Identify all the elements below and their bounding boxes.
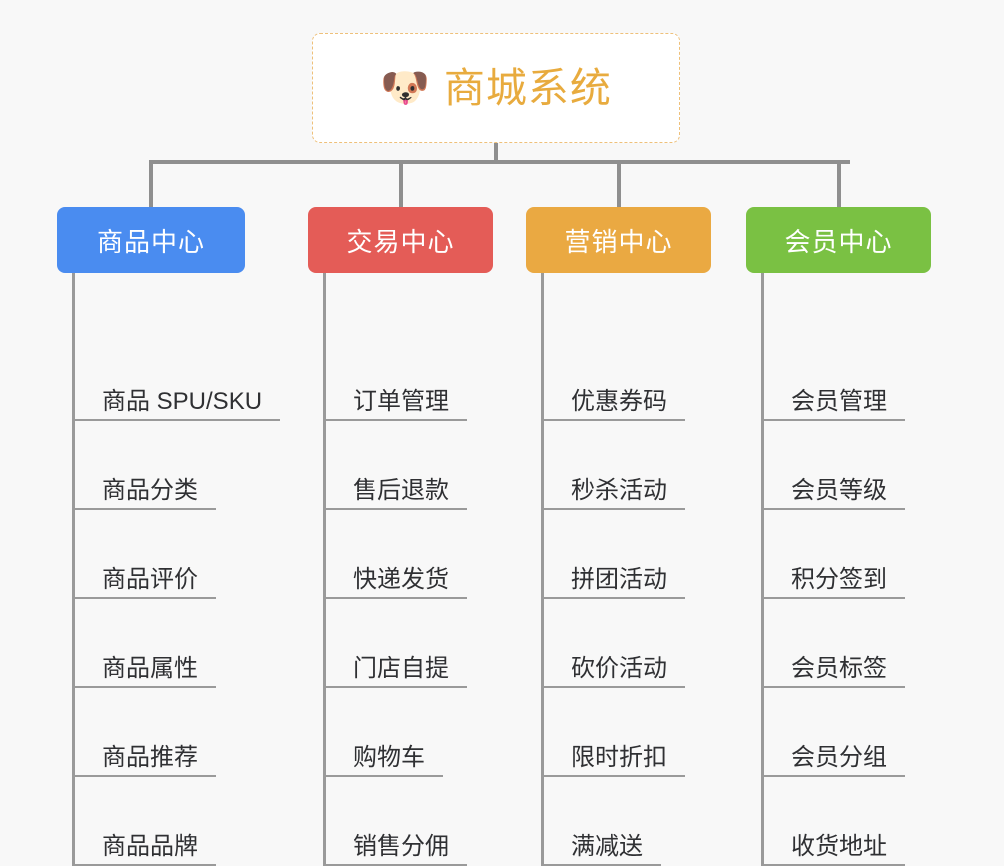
branch-item-label: 会员管理: [791, 387, 887, 415]
branch-item[interactable]: 商品品牌: [72, 777, 262, 866]
branch-drop-connector-marketing-center: [616, 160, 621, 207]
branch-item-underline: [761, 686, 905, 688]
branch-item-list-marketing-center: 优惠券码秒杀活动拼团活动砍价活动限时折扣满减送: [541, 273, 685, 866]
branch-item-label: 购物车: [353, 743, 425, 771]
branch-item[interactable]: 商品评价: [72, 510, 262, 599]
branch-item[interactable]: 商品 SPU/SKU: [72, 332, 280, 421]
branch-item[interactable]: 门店自提: [323, 599, 467, 688]
branch-item-list-trade-center: 订单管理售后退款快递发货门店自提购物车销售分佣: [323, 273, 467, 866]
branch-item-label: 商品分类: [102, 476, 198, 504]
branch-item-label: 商品评价: [102, 565, 198, 593]
branch-item[interactable]: 购物车: [323, 688, 449, 777]
branch-item[interactable]: 会员管理: [761, 332, 905, 421]
branch-item[interactable]: 拼团活动: [541, 510, 685, 599]
branch-item-underline: [761, 508, 905, 510]
branch-item-underline: [761, 419, 905, 421]
branch-header-member-center[interactable]: 会员中心: [746, 207, 931, 273]
branch-item[interactable]: 收货地址: [761, 777, 905, 866]
branch-item[interactable]: 会员等级: [761, 421, 905, 510]
branch-item-underline: [72, 419, 280, 421]
branch-item-underline: [541, 508, 685, 510]
branch-item-list-product-center: 商品 SPU/SKU 商品分类商品评价商品属性商品推荐商品品牌: [72, 273, 280, 866]
branch-item-underline: [72, 508, 216, 510]
branch-drop-connector-member-center: [836, 160, 841, 207]
branch-marketing-center: 营销中心优惠券码秒杀活动拼团活动砍价活动限时折扣满减送: [526, 207, 711, 866]
branch-item-label: 会员等级: [791, 476, 887, 504]
branch-item[interactable]: 砍价活动: [541, 599, 685, 688]
branch-header-label: 营销中心: [564, 226, 673, 257]
branch-item[interactable]: 售后退款: [323, 421, 467, 510]
branch-item[interactable]: 订单管理: [323, 332, 467, 421]
branch-header-label: 会员中心: [784, 226, 893, 257]
branch-header-label: 商品中心: [96, 226, 205, 257]
branch-item-list-member-center: 会员管理会员等级积分签到会员标签会员分组收货地址: [761, 273, 905, 866]
branch-item-underline: [323, 686, 467, 688]
branch-item-underline: [72, 775, 216, 777]
branch-header-trade-center[interactable]: 交易中心: [308, 207, 493, 273]
branch-item-underline: [761, 597, 905, 599]
branch-item-label: 砍价活动: [571, 654, 667, 682]
branch-item-label: 积分签到: [791, 565, 887, 593]
branch-item-label: 售后退款: [353, 476, 449, 504]
branch-item-label: 快递发货: [353, 565, 449, 593]
branch-item[interactable]: 积分签到: [761, 510, 905, 599]
branch-item-label: 门店自提: [353, 654, 449, 682]
branch-item-label: 限时折扣: [571, 743, 667, 771]
branch-item[interactable]: 限时折扣: [541, 688, 685, 777]
branch-item[interactable]: 会员标签: [761, 599, 905, 688]
branch-item[interactable]: 会员分组: [761, 688, 905, 777]
root-node[interactable]: 🐶 商城系统: [312, 33, 680, 143]
branch-item-label: 优惠券码: [571, 387, 667, 415]
branch-item[interactable]: 商品推荐: [72, 688, 262, 777]
branch-item-label: 收货地址: [791, 832, 887, 860]
branch-trade-center: 交易中心订单管理售后退款快递发货门店自提购物车销售分佣: [308, 207, 493, 866]
shiba-dog-face-icon: 🐶: [380, 66, 430, 110]
branch-item-label: 订单管理: [353, 387, 449, 415]
branch-member-center: 会员中心会员管理会员等级积分签到会员标签会员分组收货地址: [746, 207, 931, 866]
branch-spine-product-center: [72, 273, 75, 866]
branch-item-underline: [541, 686, 685, 688]
branch-product-center: 商品中心商品 SPU/SKU 商品分类商品评价商品属性商品推荐商品品牌: [57, 207, 280, 866]
branch-header-label: 交易中心: [346, 226, 455, 257]
root-title: 商城系统: [443, 64, 612, 111]
branch-item[interactable]: 秒杀活动: [541, 421, 685, 510]
branch-item-underline: [541, 775, 685, 777]
branch-item-underline: [323, 419, 467, 421]
branch-item-label: 拼团活动: [571, 565, 667, 593]
branch-spine-trade-center: [323, 273, 326, 866]
branch-item-underline: [323, 775, 443, 777]
branch-item-label: 秒杀活动: [571, 476, 667, 504]
branch-item[interactable]: 优惠券码: [541, 332, 685, 421]
branch-spine-marketing-center: [541, 273, 544, 866]
branch-header-product-center[interactable]: 商品中心: [57, 207, 245, 273]
branch-header-marketing-center[interactable]: 营销中心: [526, 207, 711, 273]
horizontal-bus-connector: [150, 160, 850, 164]
branch-spine-member-center: [761, 273, 764, 866]
branch-item-label: 商品 SPU/SKU: [102, 387, 263, 415]
branch-item-label: 会员分组: [791, 743, 887, 771]
branch-drop-connector-trade-center: [398, 160, 403, 207]
branch-item-label: 商品属性: [102, 654, 198, 682]
mindmap-canvas: 🐶 商城系统 商品中心商品 SPU/SKU 商品分类商品评价商品属性商品推荐商品品…: [57, 33, 931, 866]
branch-item[interactable]: 满减送: [541, 777, 667, 866]
branch-item[interactable]: 商品分类: [72, 421, 262, 510]
branch-item-underline: [323, 597, 467, 599]
branch-item-label: 会员标签: [791, 654, 887, 682]
branch-item-label: 满减送: [571, 832, 643, 860]
branch-item[interactable]: 商品属性: [72, 599, 262, 688]
branch-item[interactable]: 快递发货: [323, 510, 467, 599]
branch-item-label: 商品推荐: [102, 743, 198, 771]
branch-item-underline: [761, 775, 905, 777]
root-stem-connector: [494, 143, 498, 163]
branch-item-underline: [72, 686, 216, 688]
branch-item-label: 销售分佣: [353, 832, 449, 860]
branch-item-underline: [72, 597, 216, 599]
branch-item-label: 商品品牌: [102, 832, 198, 860]
branch-item-underline: [541, 419, 685, 421]
branch-item-underline: [541, 597, 685, 599]
branch-item-underline: [323, 508, 467, 510]
branch-drop-connector-product-center: [149, 160, 153, 207]
branch-item[interactable]: 销售分佣: [323, 777, 467, 866]
